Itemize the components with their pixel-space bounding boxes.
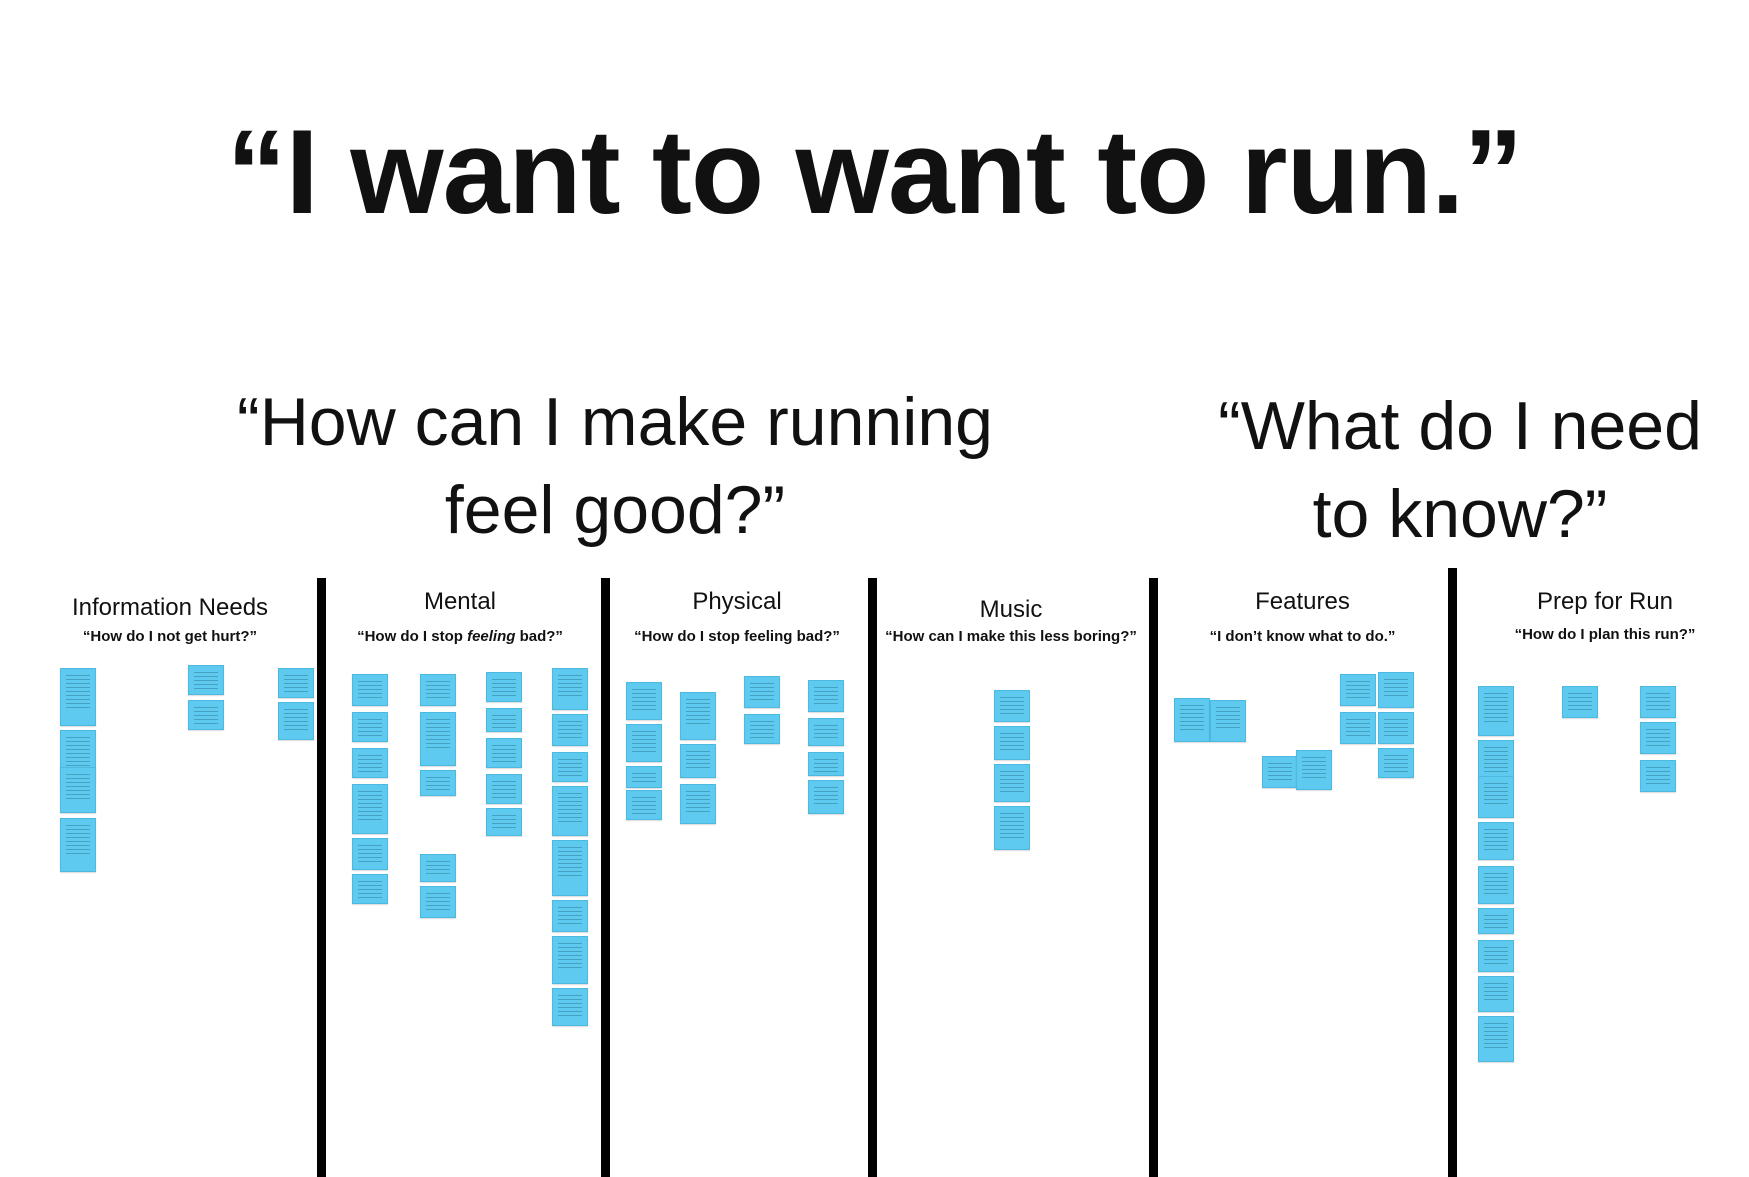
sticky-note[interactable] [808,718,844,746]
sticky-note[interactable] [486,738,522,768]
sticky-note[interactable] [188,665,224,695]
sticky-note[interactable] [420,712,456,766]
sticky-note[interactable] [1478,1016,1514,1062]
sticky-note[interactable] [994,806,1030,850]
sticky-note[interactable] [420,854,456,882]
sticky-note[interactable] [420,770,456,796]
sticky-note[interactable] [552,714,588,746]
sticky-note[interactable] [352,712,388,742]
column-subtitle: “How do I plan this run?” [1514,626,1696,643]
sticky-note[interactable] [552,988,588,1026]
sticky-note[interactable] [552,668,588,710]
column-title: Features [1255,588,1350,615]
sticky-note[interactable] [60,818,96,872]
sticky-note[interactable] [1378,748,1414,778]
sticky-note[interactable] [1478,822,1514,860]
sticky-note[interactable] [808,752,844,776]
sticky-note[interactable] [1262,756,1298,788]
column-title: Physical [692,588,782,615]
column-title: Prep for Run [1536,588,1674,615]
sticky-note[interactable] [994,726,1030,760]
column-subtitle: “How do I stop feeling bad?” [330,628,590,645]
sticky-note[interactable] [994,690,1030,722]
sticky-note[interactable] [352,748,388,778]
sticky-note[interactable] [188,700,224,730]
sticky-note[interactable] [486,672,522,702]
column-divider [868,578,877,1177]
column-divider [317,578,326,1177]
sticky-note[interactable] [1340,712,1376,744]
sticky-note[interactable] [352,784,388,834]
sticky-note[interactable] [552,786,588,836]
sticky-note[interactable] [278,702,314,740]
column-subtitle: “I don’t know what to do.” [1209,628,1396,645]
group-question-feel-good: “How can I make running feel good?” [140,378,1090,555]
column-divider [1149,578,1158,1177]
sticky-note[interactable] [1378,712,1414,744]
sticky-note[interactable] [808,680,844,712]
sticky-note[interactable] [1562,686,1598,718]
sticky-note[interactable] [1378,672,1414,708]
sticky-note[interactable] [1478,776,1514,818]
sticky-note[interactable] [60,767,96,813]
sticky-note[interactable] [1640,686,1676,718]
sticky-note[interactable] [352,874,388,904]
sticky-note[interactable] [626,790,662,820]
subtitle-part: “How do I stop [357,628,468,645]
sticky-note[interactable] [626,682,662,720]
group-question-line: “What do I need [1218,388,1702,464]
sticky-note[interactable] [486,708,522,732]
column-title: Music [979,596,1043,623]
column-subtitle: “How do I stop feeling bad?” [634,628,840,645]
sticky-note[interactable] [1478,866,1514,904]
sticky-note[interactable] [994,764,1030,802]
sticky-note[interactable] [1210,700,1246,742]
sticky-note[interactable] [680,744,716,778]
sticky-note[interactable] [1174,698,1210,742]
column-subtitle: “How do I not get hurt?” [82,628,258,645]
main-title: “I want to want to run.” [226,105,1524,239]
group-question-line: to know?” [1312,476,1608,553]
sticky-note[interactable] [680,692,716,740]
column-divider [1448,568,1457,1177]
sticky-note[interactable] [1478,940,1514,972]
sticky-note[interactable] [808,780,844,814]
sticky-note[interactable] [744,714,780,744]
sticky-note[interactable] [552,936,588,984]
sticky-note[interactable] [60,668,96,726]
sticky-note[interactable] [552,840,588,896]
column-title: Information Needs [71,594,269,621]
sticky-note[interactable] [552,900,588,932]
sticky-note[interactable] [626,766,662,788]
sticky-note[interactable] [1478,908,1514,934]
sticky-note[interactable] [626,724,662,762]
sticky-note[interactable] [1640,722,1676,754]
group-question-need-to-know: “What do I need to know?” [1170,382,1749,559]
sticky-note[interactable] [552,752,588,782]
sticky-note[interactable] [278,668,314,698]
group-question-line: feel good?” [444,472,786,549]
sticky-note[interactable] [1640,760,1676,792]
sticky-note[interactable] [486,774,522,804]
sticky-note[interactable] [1478,686,1514,736]
sticky-note[interactable] [420,886,456,918]
sticky-note[interactable] [1340,674,1376,706]
sticky-note[interactable] [352,838,388,870]
sticky-note[interactable] [420,674,456,706]
column-divider [601,578,610,1177]
subtitle-part: bad?” [515,628,563,645]
sticky-note[interactable] [1478,976,1514,1012]
sticky-note[interactable] [1296,750,1332,790]
sticky-note[interactable] [352,674,388,706]
column-title: Mental [423,588,497,615]
subtitle-emphasis: feeling [467,628,516,645]
sticky-note[interactable] [680,784,716,824]
sticky-note[interactable] [486,808,522,836]
sticky-note[interactable] [744,676,780,708]
column-subtitle: “How can I make this less boring?” [885,628,1137,645]
group-question-line: “How can I make running [237,384,993,460]
